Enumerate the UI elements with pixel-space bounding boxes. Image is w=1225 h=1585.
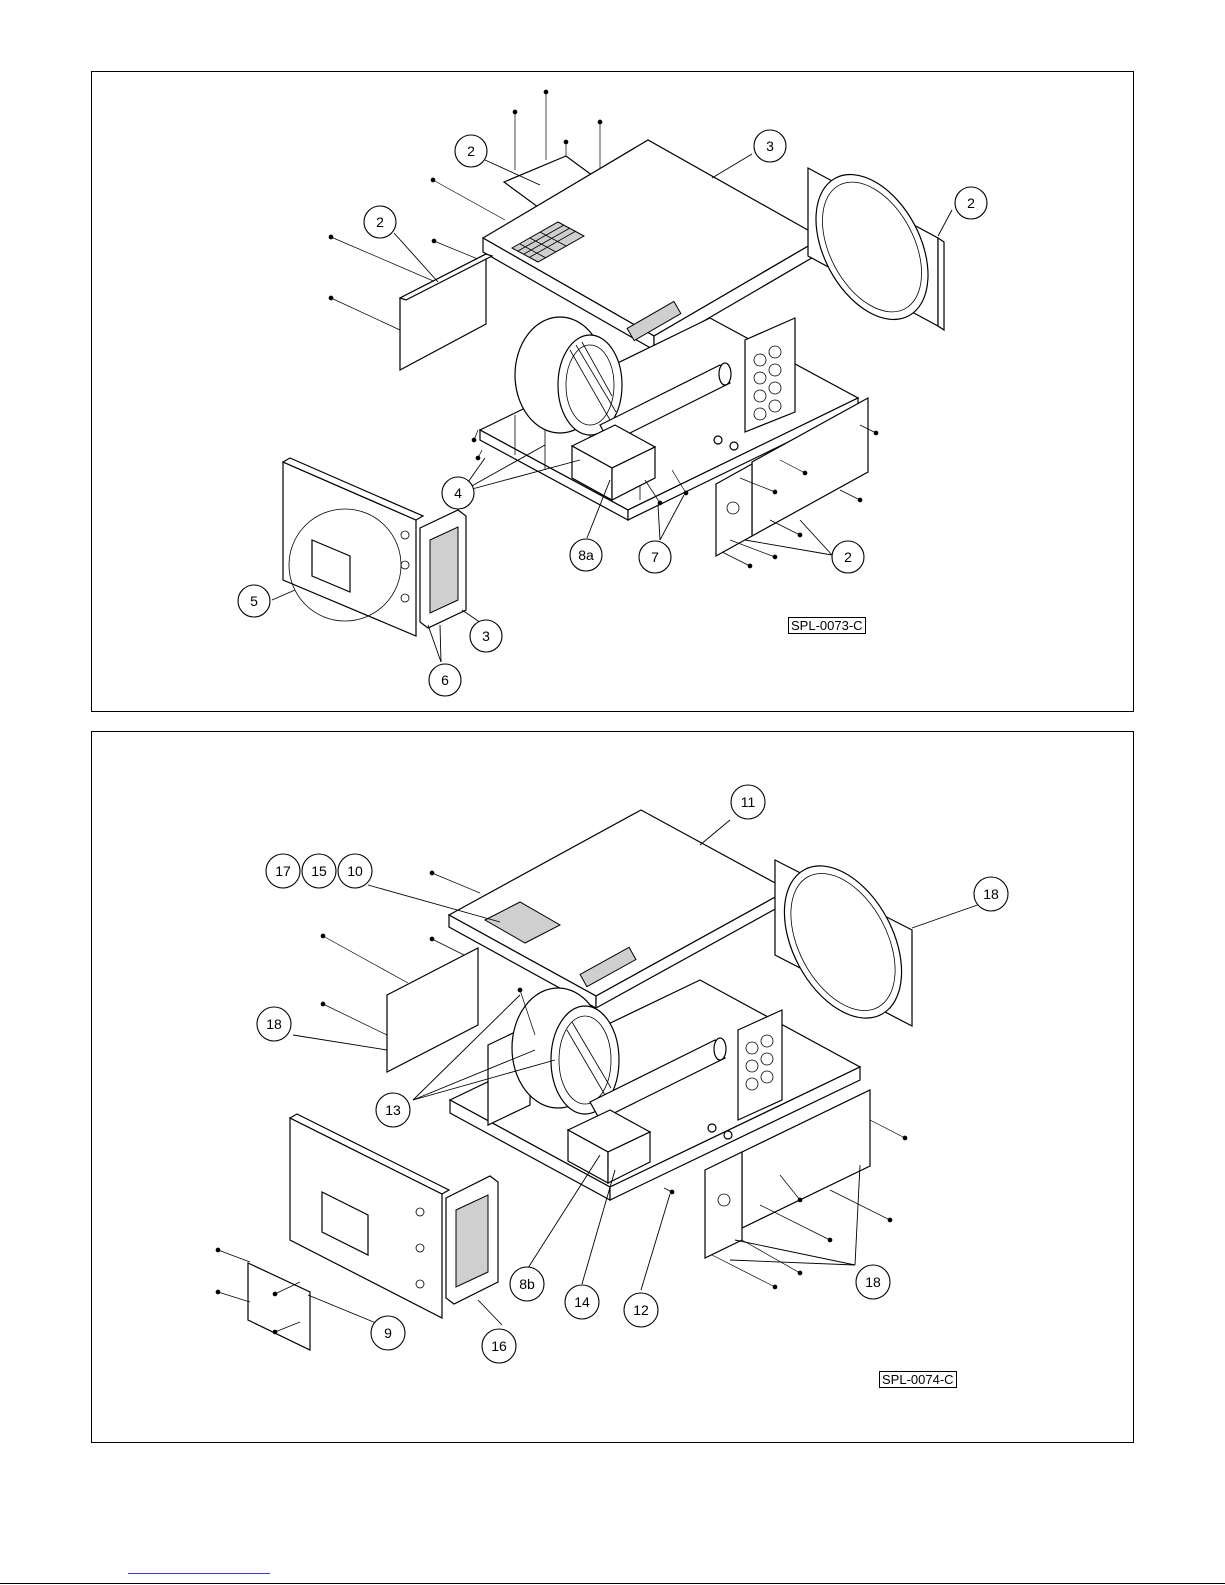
- callout: 5: [238, 585, 270, 617]
- callout: 9: [371, 1316, 405, 1350]
- svg-text:18: 18: [865, 1274, 881, 1290]
- svg-text:5: 5: [250, 593, 258, 609]
- svg-text:6: 6: [441, 672, 449, 688]
- heater-coil-2: [738, 1010, 782, 1120]
- callout: 18: [257, 1007, 291, 1041]
- callout: 6: [429, 664, 461, 696]
- callout: 8b: [510, 1267, 544, 1301]
- callout: 11: [731, 785, 765, 819]
- svg-text:12: 12: [633, 1302, 649, 1318]
- callout: 2: [455, 135, 487, 167]
- svg-text:2: 2: [844, 549, 852, 565]
- callout: 16: [482, 1329, 516, 1363]
- callout: 12: [624, 1293, 658, 1327]
- svg-text:17: 17: [275, 863, 291, 879]
- callout: 17: [266, 854, 300, 888]
- heater-coil: [745, 318, 795, 432]
- callout: 2: [955, 187, 987, 219]
- svg-text:11: 11: [741, 794, 756, 810]
- left-panel-2: [387, 948, 478, 1072]
- svg-text:13: 13: [385, 1102, 401, 1118]
- cover-plate: [248, 1263, 310, 1350]
- callout: 15: [302, 854, 336, 888]
- callout: 8a: [570, 539, 602, 571]
- callout: 13: [376, 1093, 410, 1127]
- footer-rule: [0, 1583, 1225, 1584]
- svg-text:3: 3: [766, 138, 774, 154]
- svg-text:3: 3: [482, 628, 490, 644]
- svg-text:8a: 8a: [578, 547, 594, 563]
- svg-text:10: 10: [347, 863, 363, 879]
- figure-2-drawing: [216, 810, 926, 1350]
- svg-text:2: 2: [467, 143, 475, 159]
- callout: 7: [639, 541, 671, 573]
- svg-text:15: 15: [311, 863, 327, 879]
- svg-text:9: 9: [384, 1325, 392, 1341]
- drawing-code-label: SPL-0073-C: [788, 617, 866, 634]
- callout: 2: [832, 541, 864, 573]
- svg-text:4: 4: [454, 485, 462, 501]
- callout: 18: [856, 1265, 890, 1299]
- footer-link-underline[interactable]: [128, 1573, 270, 1574]
- callout: 14: [565, 1285, 599, 1319]
- svg-text:7: 7: [651, 549, 659, 565]
- callout: 4: [442, 477, 474, 509]
- right-access-panel-2: [705, 1152, 742, 1258]
- svg-text:8b: 8b: [519, 1276, 535, 1292]
- callout: 10: [338, 854, 372, 888]
- callout: 3: [470, 620, 502, 652]
- svg-text:18: 18: [266, 1016, 282, 1032]
- svg-text:2: 2: [967, 195, 975, 211]
- callout: 2: [364, 206, 396, 238]
- callout: 18: [974, 877, 1008, 911]
- right-access-panel: [716, 464, 752, 556]
- drawing-code-label: SPL-0074-C: [879, 1371, 957, 1388]
- left-panel: [400, 254, 486, 370]
- svg-text:2: 2: [376, 214, 384, 230]
- svg-text:16: 16: [491, 1338, 507, 1354]
- svg-text:18: 18: [983, 886, 999, 902]
- callout: 3: [754, 130, 786, 162]
- svg-text:14: 14: [574, 1294, 590, 1310]
